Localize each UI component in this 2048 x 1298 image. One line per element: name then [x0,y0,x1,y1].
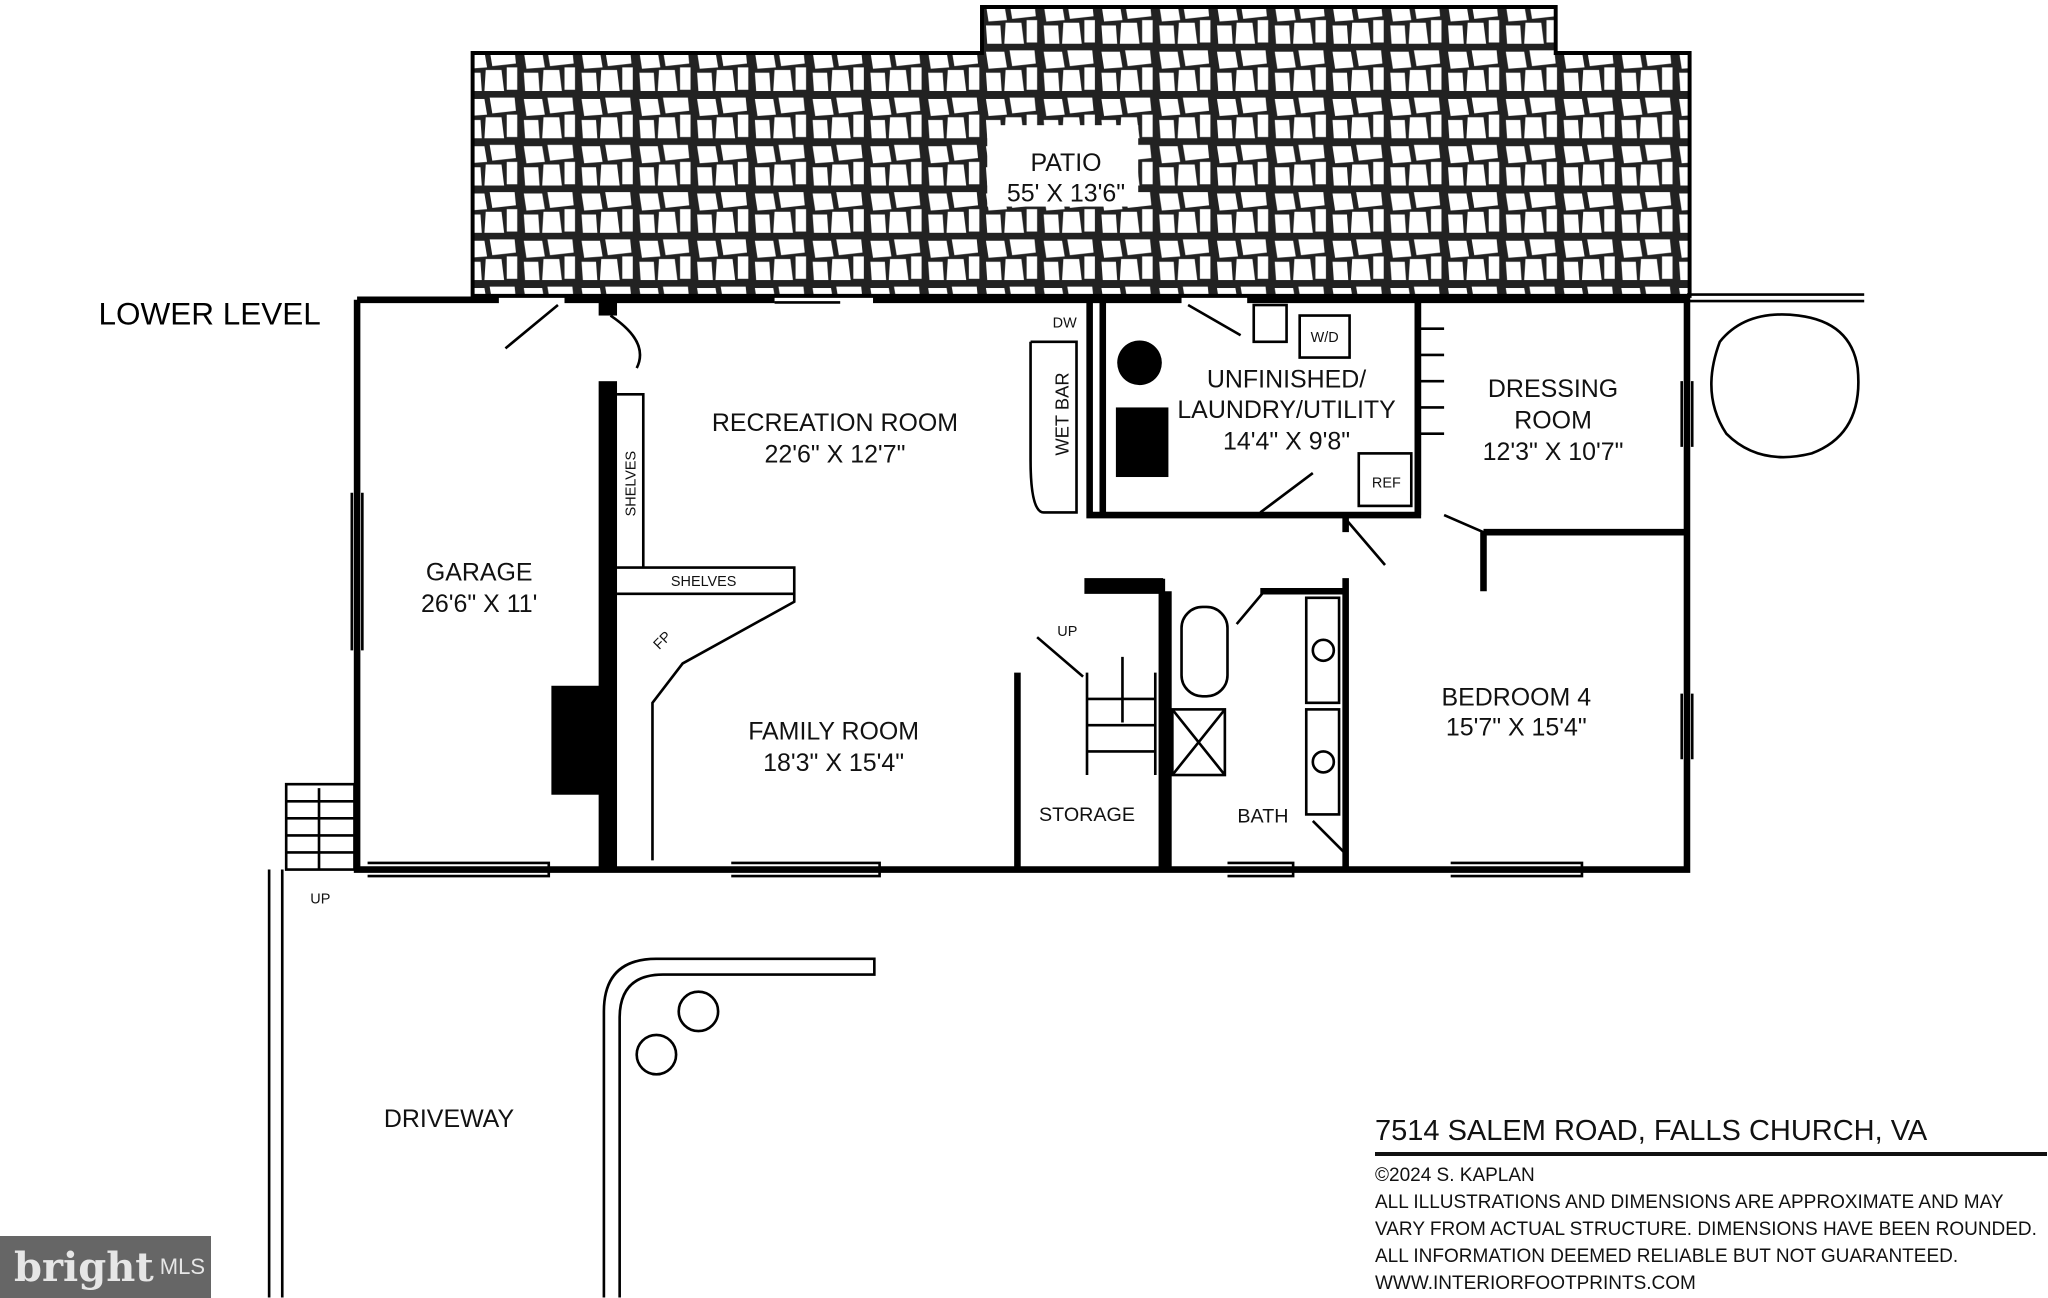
room-label-patio: PATIO [1030,149,1101,177]
disclaimer-line: ALL INFORMATION DEEMED RELIABLE BUT NOT … [1375,1246,1959,1267]
refrigerator-label: REF [1372,476,1401,492]
disclaimer-line: VARY FROM ACTUAL STRUCTURE. DIMENSIONS H… [1375,1219,2037,1240]
property-address: 7514 SALEM ROAD, FALLS CHURCH, VA [1375,1115,2047,1156]
room-label-utility-2: LAUNDRY/UTILITY [1177,396,1396,424]
walls [267,293,1865,1298]
room-dims-family: 18'3" X 15'4" [763,749,904,777]
bright-mls-logo: bright MLS [0,1236,211,1298]
room-labels: RECREATION ROOM 22'6" X 12'7" UNFINISHED… [310,315,1623,1133]
room-dims-utility: 14'4" X 9'8" [1223,427,1350,455]
room-label-family: FAMILY ROOM [748,718,919,746]
logo-brand: bright [14,1243,154,1291]
wet-bar-label: WET BAR [1052,372,1073,455]
shelves-label: SHELVES [623,451,639,517]
shelves-label-2: SHELVES [671,574,737,590]
room-label-bedroom4: BEDROOM 4 [1441,683,1591,711]
room-label-dressing-2: ROOM [1514,406,1592,434]
dishwasher-label: DW [1053,315,1077,331]
copyright: ©2024 S. KAPLAN [1375,1165,1535,1186]
room-dims-dressing: 12'3" X 10'7" [1483,438,1624,466]
patio: PATIO 55' X 13'6" [470,5,1692,298]
website: WWW.INTERIORFOOTPRINTS.COM [1375,1273,1696,1294]
level-title: LOWER LEVEL [98,296,320,332]
driveway-label: DRIVEWAY [384,1105,515,1133]
room-label-recreation: RECREATION ROOM [712,409,958,437]
room-label-garage: GARAGE [426,559,533,587]
room-dims-garage: 26'6" X 11' [421,590,537,618]
bath-label: BATH [1237,805,1288,827]
washer-dryer-label: W/D [1311,330,1339,346]
stairs-up-label: UP [1057,624,1077,640]
logo-suffix: MLS [159,1254,206,1279]
room-label-dressing: DRESSING [1488,375,1618,403]
disclaimer-line: ALL ILLUSTRATIONS AND DIMENSIONS ARE APP… [1375,1192,2004,1213]
room-dims-patio: 55' X 13'6" [1007,179,1125,207]
room-label-utility: UNFINISHED/ [1207,366,1366,394]
steps-up-label: UP [310,892,330,908]
room-dims-bedroom4: 15'7" X 15'4" [1446,714,1587,742]
room-dims-recreation: 22'6" X 12'7" [764,441,905,469]
storage-label: STORAGE [1039,804,1135,826]
property-info: 7514 SALEM ROAD, FALLS CHURCH, VA ©2024 … [1375,1115,2047,1297]
fireplace-label: FP [651,629,675,653]
